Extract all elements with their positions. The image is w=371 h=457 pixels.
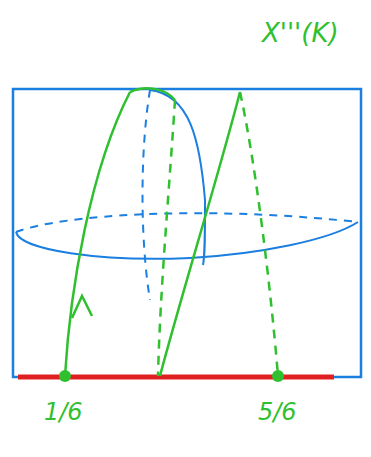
strand-top bbox=[130, 88, 175, 100]
endpoint-label: 5/6 bbox=[258, 398, 297, 426]
strand-mid bbox=[160, 92, 240, 376]
strand-right bbox=[240, 92, 278, 376]
square-outline bbox=[13, 89, 361, 377]
surface-front bbox=[16, 222, 358, 259]
orientation-arrow bbox=[72, 296, 92, 318]
space-label: X'''(K) bbox=[262, 18, 339, 48]
endpoint-dot bbox=[272, 370, 284, 382]
endpoint-dot bbox=[59, 370, 71, 382]
sheet-back bbox=[143, 90, 151, 300]
surface-back bbox=[16, 213, 358, 232]
sheet-front bbox=[150, 90, 205, 265]
endpoint-label: 1/6 bbox=[44, 398, 83, 426]
strand-left bbox=[65, 92, 130, 376]
